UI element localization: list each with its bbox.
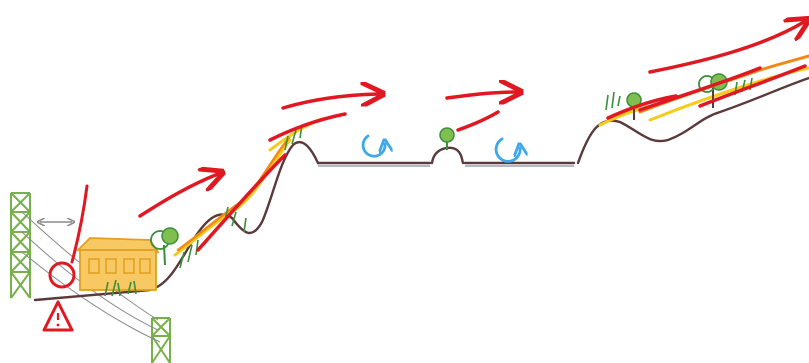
no-entry-circle-icon [48, 261, 76, 289]
wind-arrow-icon [268, 112, 347, 142]
tree-icon [150, 227, 179, 266]
warning-triangle-icon [42, 300, 74, 332]
wind-arrow-icon [648, 22, 804, 74]
rotor-eddy-icon [494, 137, 520, 163]
wind-arrow-icon [196, 153, 287, 252]
power-line-pylon-icon [10, 192, 31, 299]
wind-arrow-icon [698, 64, 807, 108]
wind-arrow-icon [445, 92, 516, 98]
power-line-pylon-icon [151, 317, 171, 363]
wind-arrow-icon [138, 174, 218, 218]
firebreak-line [70, 184, 89, 264]
wind-arrows [138, 22, 807, 252]
rotor-eddy-icon [361, 134, 385, 158]
wind-arrow-icon [281, 94, 378, 110]
rotor-eddies [361, 134, 520, 163]
wind-arrow-icon [456, 110, 500, 132]
house-icon [75, 237, 160, 291]
vegetation [104, 77, 753, 297]
wind-arrow-icon [638, 66, 762, 112]
wind-arrow-icon [606, 94, 678, 120]
tree-icon [439, 127, 455, 150]
